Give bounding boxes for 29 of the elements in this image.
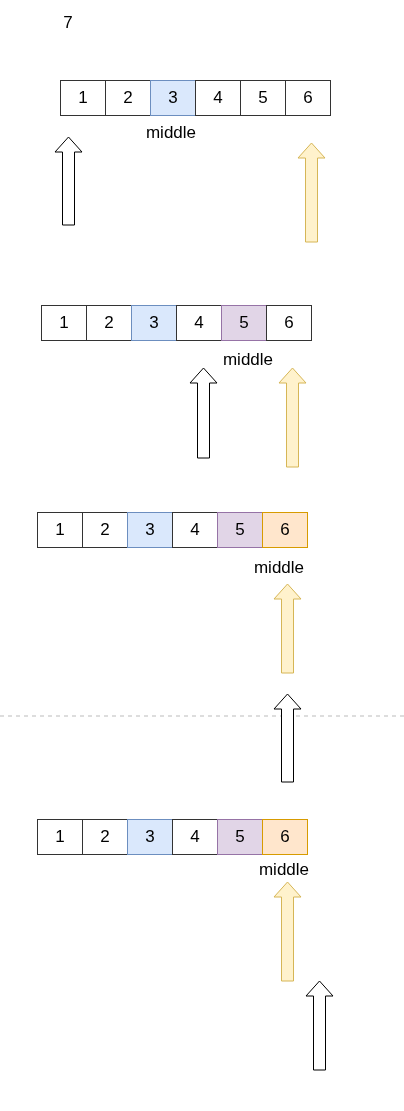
array-cell: 1 bbox=[41, 305, 87, 341]
array-cell: 3 bbox=[127, 819, 173, 855]
array-cell: 1 bbox=[37, 512, 83, 548]
array-length-label: 7 bbox=[63, 12, 73, 34]
array-cell: 3 bbox=[131, 305, 177, 341]
array-cell: 4 bbox=[172, 819, 218, 855]
array-cell: 1 bbox=[37, 819, 83, 855]
array-cell: 4 bbox=[176, 305, 222, 341]
middle-label: middle bbox=[145, 122, 197, 144]
array-cell: 2 bbox=[82, 512, 128, 548]
array-cell: 6 bbox=[262, 512, 308, 548]
array-cell: 6 bbox=[285, 80, 331, 116]
array-cell: 4 bbox=[195, 80, 241, 116]
middle-label: middle bbox=[222, 349, 274, 371]
array-cell: 5 bbox=[240, 80, 286, 116]
middle-label: middle bbox=[258, 859, 310, 881]
array-cell: 3 bbox=[127, 512, 173, 548]
array-cell: 5 bbox=[221, 305, 267, 341]
array-cell: 6 bbox=[262, 819, 308, 855]
array-cell: 3 bbox=[150, 80, 196, 116]
array-cell: 6 bbox=[266, 305, 312, 341]
array-cell: 1 bbox=[60, 80, 106, 116]
array-cell: 5 bbox=[217, 819, 263, 855]
array-cell: 5 bbox=[217, 512, 263, 548]
array-cell: 2 bbox=[105, 80, 151, 116]
array-cell: 2 bbox=[82, 819, 128, 855]
array-cell: 4 bbox=[172, 512, 218, 548]
middle-label: middle bbox=[253, 557, 305, 579]
array-cell: 2 bbox=[86, 305, 132, 341]
